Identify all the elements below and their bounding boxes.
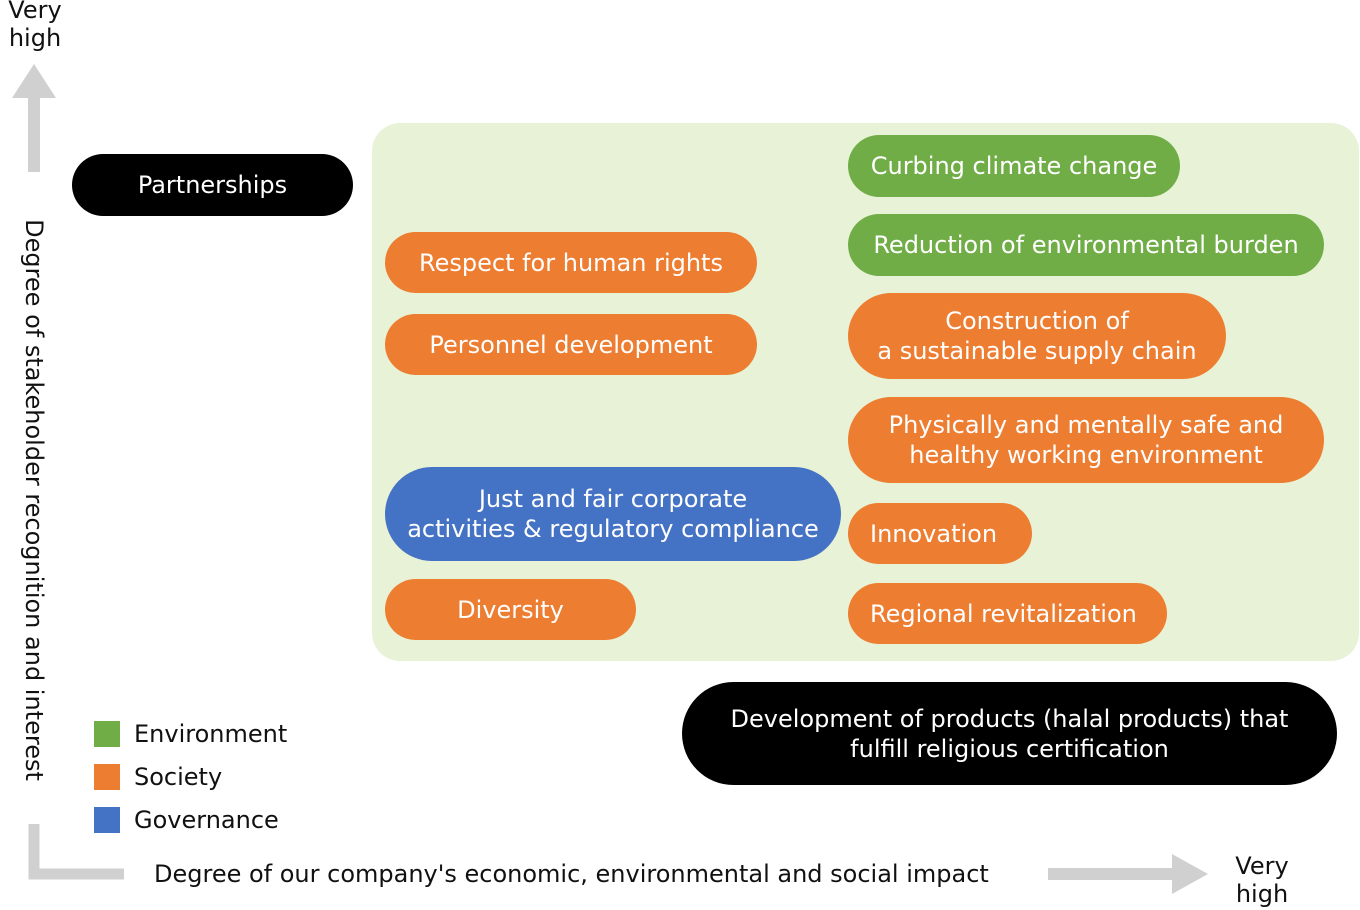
y-axis-end-line2: high [8, 24, 62, 52]
x-axis-label: Degree of our company's economic, enviro… [154, 860, 989, 888]
issue-just-fair-line2: activities & regulatory compliance [407, 515, 819, 543]
legend-environment-swatch [94, 721, 120, 747]
x-axis-arrow [1048, 854, 1208, 894]
issue-human-rights-label: Respect for human rights [419, 248, 723, 277]
issue-innovation-label: Innovation [870, 519, 998, 548]
x-axis-end-line2: high [1235, 880, 1289, 908]
issue-regional-revitalization-label: Regional revitalization [870, 599, 1137, 628]
issue-supply-chain-line2: a sustainable supply chain [877, 337, 1197, 365]
issue-diversity: Diversity [385, 579, 636, 640]
legend-environment-label: Environment [134, 720, 288, 748]
issue-halal-line2: fulfill religious certification [850, 734, 1169, 763]
issue-regional-revitalization: Regional revitalization [848, 583, 1167, 644]
high-materiality-zone [372, 123, 1359, 661]
issue-environmental-burden-label: Reduction of environmental burden [873, 231, 1299, 259]
issue-sustainable-supply-chain: Construction of a sustainable supply cha… [848, 293, 1226, 379]
issue-diversity-label: Diversity [457, 595, 564, 624]
issue-partnerships: Partnerships [72, 154, 353, 216]
issue-safe-line1: Physically and mentally safe and [888, 411, 1284, 439]
y-axis-label: Degree of stakeholder recognition and in… [20, 219, 48, 781]
issue-partnerships-label: Partnerships [137, 171, 288, 199]
legend-governance-swatch [94, 807, 120, 833]
y-axis-end-line1: Very [8, 0, 62, 24]
x-axis-corner [28, 824, 124, 880]
legend-society-swatch [94, 764, 120, 790]
issue-just-fair-line1: Just and fair corporate [478, 485, 748, 513]
issue-just-fair-compliance: Just and fair corporate activities & reg… [385, 467, 841, 561]
issue-safe-line2: healthy working environment [909, 441, 1263, 469]
issue-halal-line1: Development of products (halal products)… [730, 704, 1289, 733]
issue-climate-change-label: Curbing climate change [870, 152, 1158, 180]
issue-environmental-burden: Reduction of environmental burden [848, 214, 1324, 276]
y-axis-end-label: Very high [8, 0, 62, 52]
legend-governance: Governance [94, 806, 279, 834]
legend-society-label: Society [134, 763, 223, 791]
issue-personnel-development-label: Personnel development [429, 330, 713, 359]
issue-halal-products: Development of products (halal products)… [682, 682, 1337, 785]
issue-safe-working-environment: Physically and mentally safe and healthy… [848, 397, 1324, 483]
issue-personnel-development: Personnel development [385, 314, 757, 375]
legend-society: Society [94, 763, 222, 791]
issue-climate-change: Curbing climate change [848, 135, 1180, 197]
y-axis-arrow [12, 64, 56, 172]
x-axis-end-label: Very high [1232, 852, 1292, 908]
issue-innovation: Innovation [848, 503, 1032, 564]
issue-human-rights: Respect for human rights [385, 232, 757, 293]
x-axis-end-line1: Very [1235, 852, 1289, 880]
legend-environment: Environment [94, 720, 287, 748]
legend-governance-label: Governance [134, 806, 279, 834]
issue-supply-chain-line1: Construction of [945, 307, 1129, 335]
